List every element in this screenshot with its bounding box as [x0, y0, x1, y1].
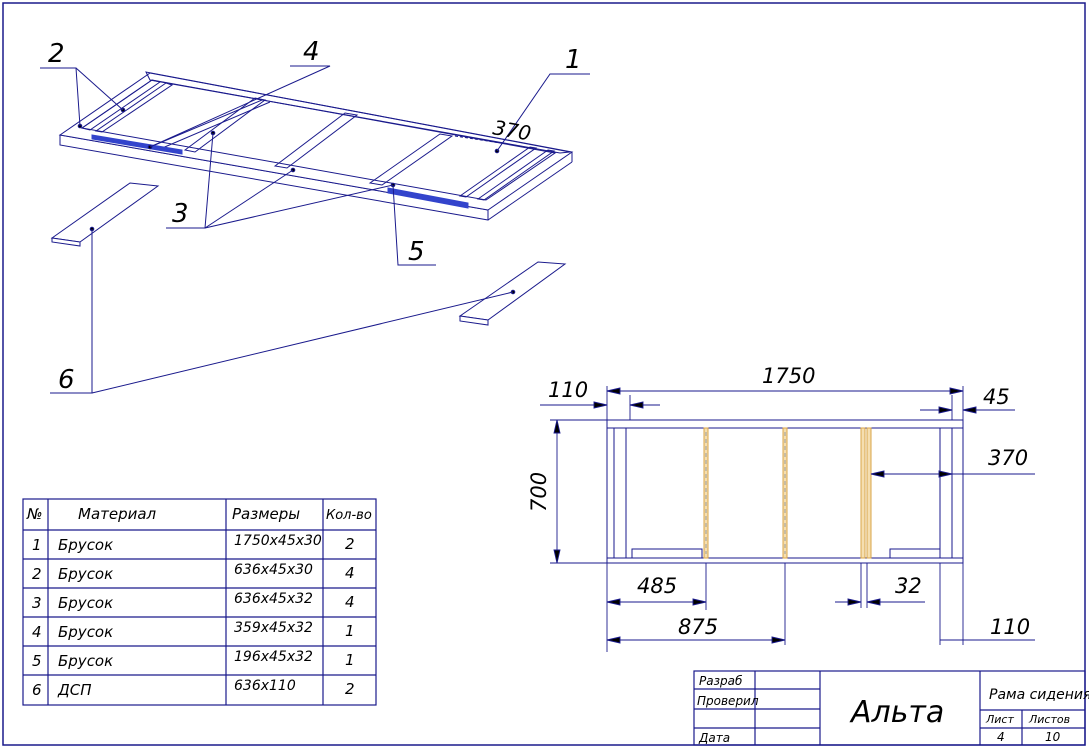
table-cell: 4 [345, 593, 355, 611]
table-cell: 1 [345, 651, 355, 669]
drawing-title: Альта [849, 695, 944, 730]
table-cell: 636х45х32 [234, 591, 313, 607]
callout-4: 4 [303, 37, 320, 67]
dim-875: 875 [678, 615, 718, 639]
table-cell: 2 [345, 680, 355, 698]
dimension-lines [540, 386, 1035, 652]
iso-callout-labels: 1 2 4 3 5 6 370 [48, 37, 582, 395]
dim-110-bottom: 110 [990, 615, 1030, 639]
callout-6: 6 [58, 365, 75, 395]
label-listov: Листов [1028, 713, 1070, 726]
table-cell: 4 [345, 564, 355, 582]
table-cell: 196х45х32 [234, 649, 313, 665]
table-cell: 5 [32, 652, 42, 670]
label-razrab: Разраб [699, 674, 743, 688]
label-data: Дата [698, 731, 730, 745]
value-listov: 10 [1045, 730, 1061, 744]
table-header-size: Размеры [232, 505, 300, 523]
table-cell: Брусок [58, 652, 113, 670]
label-list: Лист [985, 713, 1014, 726]
table-cell: 1 [32, 536, 42, 554]
table-cell: ДСП [57, 681, 91, 699]
table-cell: 1750х45х30 [234, 533, 322, 549]
isometric-view [40, 65, 590, 394]
callout-3: 3 [172, 199, 189, 229]
dim-370: 370 [988, 446, 1028, 470]
table-header-material: Материал [78, 505, 157, 523]
parts-table-text: № Материал Размеры Кол-во 1 Брусок 1750х… [26, 505, 372, 699]
table-cell: 2 [345, 535, 355, 553]
dim-485: 485 [637, 574, 677, 598]
dim-1750: 1750 [762, 364, 815, 388]
table-cell: 1 [345, 622, 355, 640]
table-cell: 636х110 [234, 678, 296, 694]
table-cell: 6 [32, 681, 42, 699]
table-header-num: № [26, 505, 43, 523]
value-list: 4 [997, 730, 1005, 744]
table-cell: Брусок [58, 565, 113, 583]
table-cell: Брусок [58, 536, 113, 554]
dim-110-top: 110 [548, 378, 588, 402]
label-proveril: Проверил [697, 694, 759, 708]
callout-1: 1 [565, 45, 582, 75]
table-cell: Брусок [58, 594, 113, 612]
dimension-labels: 110 1750 45 370 700 485 32 875 110 [527, 364, 1030, 639]
table-cell: Брусок [58, 623, 113, 641]
parts-table [22, 498, 377, 706]
plan-view [606, 419, 964, 564]
table-header-qty: Кол-во [326, 508, 372, 523]
title-block-text: Разраб Проверил Дата Альта Рама сидения … [697, 674, 1089, 745]
dim-700: 700 [527, 472, 551, 512]
callout-5: 5 [408, 237, 425, 267]
table-cell: 359х45х32 [234, 620, 313, 636]
callout-2: 2 [48, 39, 65, 69]
dim-45: 45 [983, 385, 1010, 409]
table-cell: 636х45х30 [234, 562, 313, 578]
part-name: Рама сидения [989, 687, 1089, 703]
title-block [693, 670, 1086, 746]
table-cell: 2 [32, 565, 42, 583]
table-cell: 4 [32, 623, 42, 641]
dim-32: 32 [895, 574, 922, 598]
table-cell: 3 [32, 594, 42, 612]
